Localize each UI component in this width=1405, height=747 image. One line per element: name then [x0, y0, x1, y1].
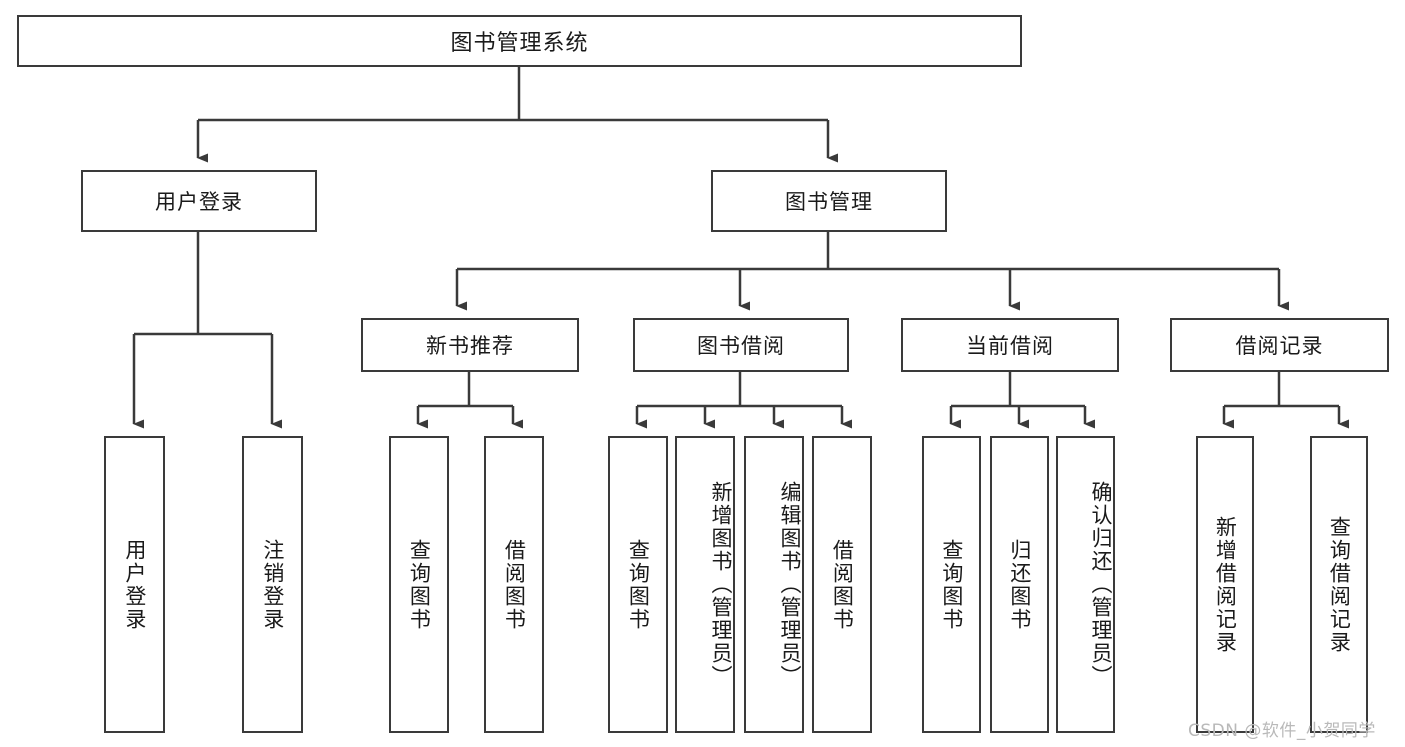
leaf-query-book-current-label: 查询图书	[939, 538, 964, 631]
node-book-borrow-label: 图书借阅	[697, 334, 785, 358]
leaf-confirm-return-admin[interactable]: 确认归还（管理员）	[1056, 436, 1115, 733]
leaf-user-login-label: 用户登录	[122, 538, 147, 631]
leaf-query-book-recommend-label: 查询图书	[407, 538, 432, 631]
node-new-book-recommend[interactable]: 新书推荐	[361, 318, 579, 372]
node-book-management-label: 图书管理	[785, 190, 873, 214]
leaf-add-borrow-record[interactable]: 新增借阅记录	[1196, 436, 1254, 733]
leaf-query-book-current[interactable]: 查询图书	[922, 436, 981, 733]
node-user-login-label: 用户登录	[155, 190, 243, 214]
leaf-borrow-book-label: 借阅图书	[830, 538, 855, 631]
leaf-query-borrow-record[interactable]: 查询借阅记录	[1310, 436, 1368, 733]
leaf-query-book-borrow-label: 查询图书	[626, 538, 651, 631]
leaf-query-book-recommend[interactable]: 查询图书	[389, 436, 449, 733]
leaf-edit-book-admin-label: 编辑图书（管理员）	[778, 481, 802, 688]
node-borrow-record[interactable]: 借阅记录	[1170, 318, 1389, 372]
leaf-borrow-book-recommend-label: 借阅图书	[502, 538, 527, 631]
leaf-borrow-book[interactable]: 借阅图书	[812, 436, 872, 733]
node-root-label: 图书管理系统	[450, 31, 589, 56]
node-book-borrow[interactable]: 图书借阅	[633, 318, 849, 372]
leaf-user-login[interactable]: 用户登录	[104, 436, 165, 733]
node-current-borrow-label: 当前借阅	[966, 334, 1054, 358]
leaf-borrow-book-recommend[interactable]: 借阅图书	[484, 436, 544, 733]
leaf-logout-login[interactable]: 注销登录	[242, 436, 303, 733]
leaf-add-book-admin[interactable]: 新增图书（管理员）	[675, 436, 735, 733]
node-book-management[interactable]: 图书管理	[711, 170, 947, 232]
csdn-watermark: CSDN @软件_小贺同学	[1188, 721, 1376, 741]
node-user-login[interactable]: 用户登录	[81, 170, 317, 232]
leaf-logout-login-label: 注销登录	[260, 538, 285, 631]
node-current-borrow[interactable]: 当前借阅	[901, 318, 1119, 372]
leaf-edit-book-admin[interactable]: 编辑图书（管理员）	[744, 436, 804, 733]
node-new-book-recommend-label: 新书推荐	[426, 334, 514, 358]
node-root[interactable]: 图书管理系统	[17, 15, 1022, 67]
leaf-add-book-admin-label: 新增图书（管理员）	[709, 481, 733, 688]
leaf-confirm-return-admin-label: 确认归还（管理员）	[1089, 481, 1113, 688]
leaf-query-book-borrow[interactable]: 查询图书	[608, 436, 668, 733]
leaf-add-borrow-record-label: 新增借阅记录	[1213, 515, 1238, 654]
node-borrow-record-label: 借阅记录	[1235, 334, 1324, 358]
leaf-return-book-label: 归还图书	[1007, 538, 1032, 631]
leaf-query-borrow-record-label: 查询借阅记录	[1327, 515, 1352, 654]
leaf-return-book[interactable]: 归还图书	[990, 436, 1049, 733]
